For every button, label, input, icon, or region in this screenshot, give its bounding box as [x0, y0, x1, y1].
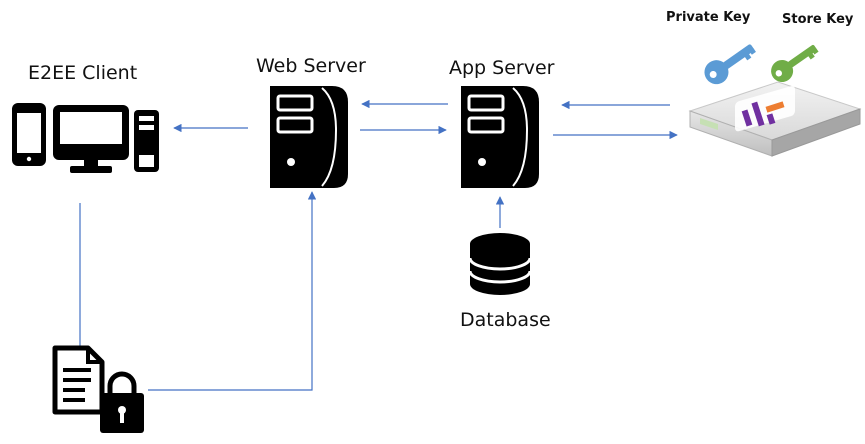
private-key-icon — [704, 44, 756, 85]
device-set-icon — [12, 103, 159, 173]
database-label: Database — [460, 309, 551, 331]
store-key-label: Store Key — [782, 12, 854, 27]
hsm-appliance-icon — [688, 81, 862, 157]
connectors — [79, 99, 678, 391]
web-server-label: Web Server — [256, 55, 366, 77]
app-server-icon — [461, 86, 539, 188]
store-key-icon — [771, 45, 819, 83]
database-icon — [468, 233, 532, 295]
private-key-label: Private Key — [666, 10, 751, 25]
locked-document-icon — [52, 345, 144, 433]
client-label: E2EE Client — [28, 62, 138, 84]
arrow-document-to-web — [148, 191, 317, 391]
web-server-icon — [270, 86, 348, 188]
app-server-label: App Server — [449, 57, 555, 79]
